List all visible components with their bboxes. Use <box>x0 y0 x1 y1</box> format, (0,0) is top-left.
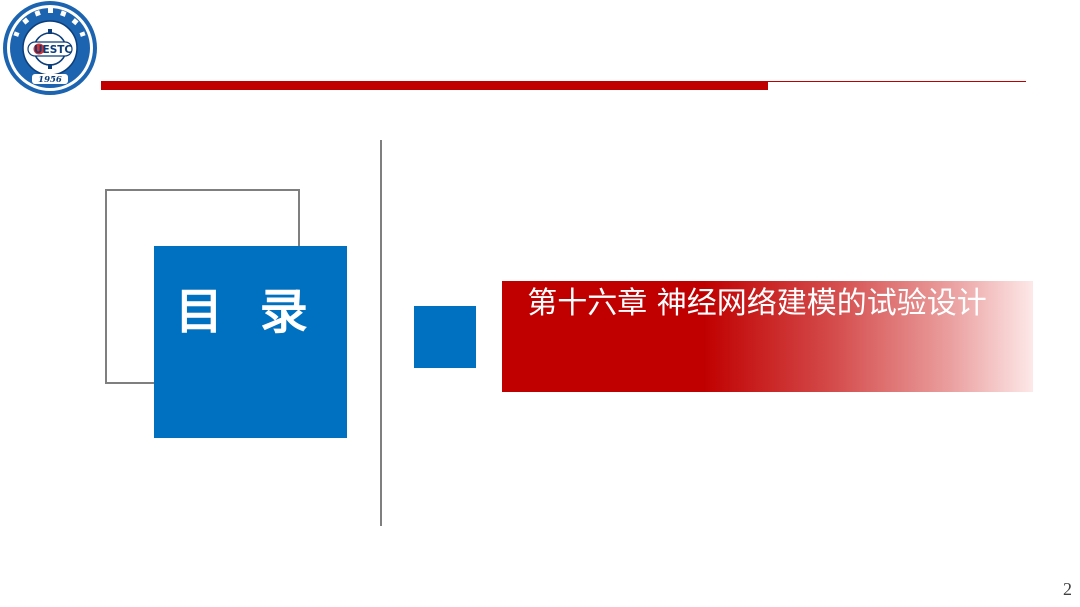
page-number: 2 <box>1063 579 1072 599</box>
header-rule-thick <box>101 81 768 90</box>
svg-text:UESTC: UESTC <box>34 44 72 56</box>
title-block <box>154 246 347 438</box>
chapter-bullet-square <box>414 306 476 368</box>
vertical-divider <box>380 140 382 526</box>
university-logo: UESTC 1956 <box>2 0 98 96</box>
chapter-banner[interactable] <box>502 281 1033 392</box>
toc-title: 目 录 <box>175 284 318 340</box>
uestc-seal-icon: UESTC 1956 <box>3 1 97 95</box>
header-rule-thin <box>768 81 1026 82</box>
chapter-title[interactable]: 第十六章 神经网络建模的试验设计 <box>527 286 987 321</box>
svg-text:1956: 1956 <box>38 75 62 85</box>
